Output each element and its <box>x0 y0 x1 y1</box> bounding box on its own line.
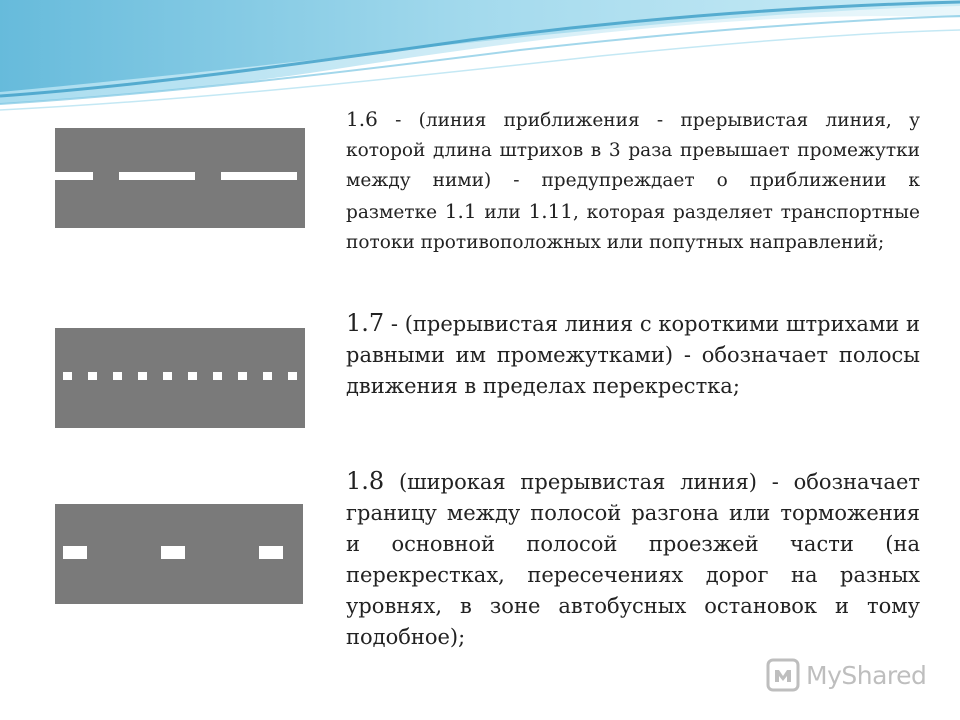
marking-dash <box>63 546 87 559</box>
marking-dash <box>263 372 272 380</box>
marking-dash <box>161 546 185 559</box>
marking-dash <box>238 372 247 380</box>
description-text: или <box>476 202 529 223</box>
marking-dash <box>188 372 197 380</box>
watermark-text: MyShared <box>806 660 927 690</box>
header-wave-decoration <box>0 0 960 111</box>
marking-dash <box>119 172 195 180</box>
description-text: , которая разделяет транспортные потоки … <box>346 202 920 253</box>
marking-dash <box>63 372 72 380</box>
description-text: (широкая прерывистая линия) - обозначает… <box>346 470 920 649</box>
marking-description-1-6: 1.6 - (линия приближения - прерывистая л… <box>346 104 920 258</box>
description-text: - (прерывистая линия с короткими штрихам… <box>346 312 920 398</box>
myshared-watermark: MyShared <box>766 655 936 695</box>
marking-dash <box>213 372 222 380</box>
marking-dash <box>163 372 172 380</box>
marking-dash <box>138 372 147 380</box>
marking-reference: 1.1 <box>444 199 477 223</box>
marking-dash <box>55 172 93 180</box>
road-marking-1-7 <box>55 328 305 428</box>
marking-dash <box>113 372 122 380</box>
marking-description-1-8: 1.8 (широкая прерывистая линия) - обозна… <box>346 466 920 653</box>
marking-dash <box>259 546 283 559</box>
marking-description-1-7: 1.7 - (прерывистая линия с короткими штр… <box>346 308 920 402</box>
marking-dash <box>88 372 97 380</box>
marking-code: 1.7 <box>346 309 385 337</box>
marking-dash <box>288 372 297 380</box>
marking-reference: 1.11 <box>528 199 574 223</box>
marking-code: 1.6 <box>346 107 378 131</box>
road-marking-1-8 <box>55 504 303 604</box>
road-marking-1-6 <box>55 128 305 228</box>
marking-code: 1.8 <box>346 467 385 495</box>
myshared-logo-icon <box>766 658 800 692</box>
description-text: - (линия приближения - прерывистая линия… <box>346 110 920 223</box>
marking-dash <box>221 172 297 180</box>
